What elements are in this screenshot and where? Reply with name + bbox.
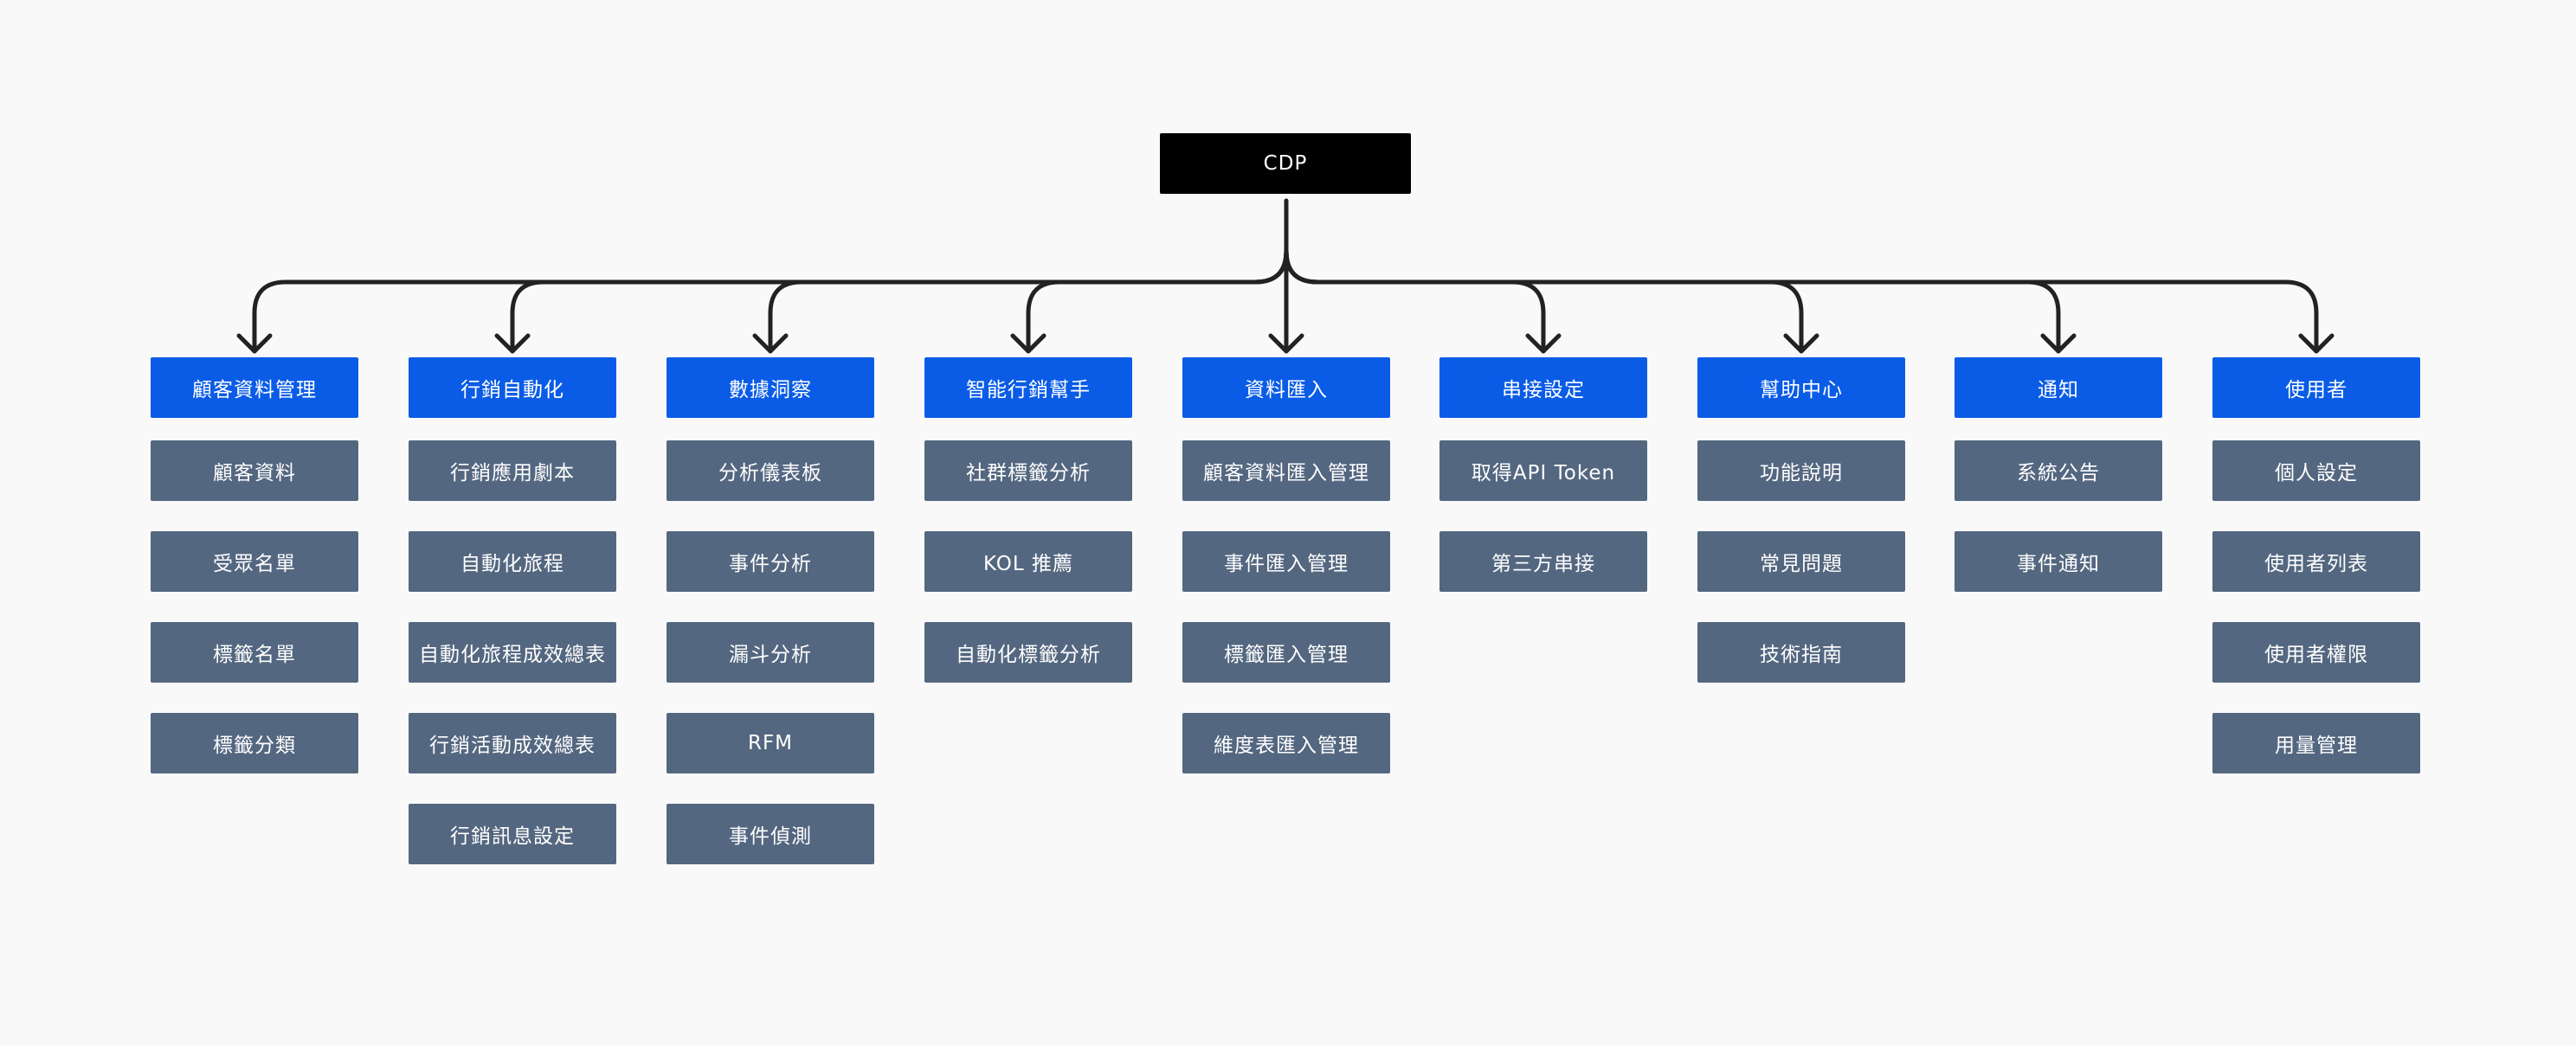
item-node: 行銷訊息設定 — [409, 804, 616, 864]
category-node: 資料匯入 — [1182, 357, 1390, 418]
item-node: 用量管理 — [2212, 713, 2420, 773]
branch-line — [1284, 248, 2319, 354]
branch-line — [252, 248, 1289, 354]
arrow-head — [494, 333, 531, 354]
item-node: 標籤匯入管理 — [1182, 622, 1390, 683]
branch-line — [1284, 248, 1546, 354]
item-node: 使用者權限 — [2212, 622, 2420, 683]
branch-line — [768, 248, 1289, 354]
item-node: 取得API Token — [1439, 440, 1647, 501]
category-node: 使用者 — [2212, 357, 2420, 418]
item-node: 自動化旅程 — [409, 531, 616, 592]
item-node: 社群標籤分析 — [924, 440, 1132, 501]
item-node: 分析儀表板 — [667, 440, 874, 501]
arrow-head — [2298, 333, 2334, 354]
category-node: 數據洞察 — [667, 357, 874, 418]
item-node: 事件匯入管理 — [1182, 531, 1390, 592]
arrow-head — [752, 333, 789, 354]
arrow-head — [1010, 333, 1046, 354]
item-node: 標籤分類 — [151, 713, 358, 773]
branch-line — [1284, 248, 1804, 354]
arrow-head — [1268, 333, 1304, 354]
item-node: 個人設定 — [2212, 440, 2420, 501]
item-node: 行銷應用劇本 — [409, 440, 616, 501]
item-node: RFM — [667, 713, 874, 773]
item-node: 行銷活動成效總表 — [409, 713, 616, 773]
category-node: 通知 — [1955, 357, 2162, 418]
item-node: 自動化標籤分析 — [924, 622, 1132, 683]
item-node: 漏斗分析 — [667, 622, 874, 683]
category-node: 幫助中心 — [1697, 357, 1905, 418]
item-node: 顧客資料 — [151, 440, 358, 501]
arrow-head — [2040, 333, 2077, 354]
category-node: 行銷自動化 — [409, 357, 616, 418]
root-node-cdp: CDP — [1160, 133, 1411, 194]
item-node: 常見問題 — [1697, 531, 1905, 592]
arrow-head — [236, 333, 273, 354]
item-node: 維度表匯入管理 — [1182, 713, 1390, 773]
item-node: 顧客資料匯入管理 — [1182, 440, 1390, 501]
item-node: 系統公告 — [1955, 440, 2162, 501]
item-node: 功能說明 — [1697, 440, 1905, 501]
item-node: 事件偵測 — [667, 804, 874, 864]
item-node: 事件通知 — [1955, 531, 2162, 592]
item-node: 使用者列表 — [2212, 531, 2420, 592]
branch-line — [510, 248, 1289, 354]
category-node: 顧客資料管理 — [151, 357, 358, 418]
item-node: 事件分析 — [667, 531, 874, 592]
branch-line — [1284, 248, 2061, 354]
item-node: 技術指南 — [1697, 622, 1905, 683]
category-node: 智能行銷幫手 — [924, 357, 1132, 418]
category-node: 串接設定 — [1439, 357, 1647, 418]
arrow-head — [1525, 333, 1562, 354]
item-node: KOL 推薦 — [924, 531, 1132, 592]
item-node: 自動化旅程成效總表 — [409, 622, 616, 683]
item-node: 標籤名單 — [151, 622, 358, 683]
arrow-head — [1783, 333, 1819, 354]
item-node: 第三方串接 — [1439, 531, 1647, 592]
branch-line — [1026, 248, 1289, 354]
item-node: 受眾名單 — [151, 531, 358, 592]
